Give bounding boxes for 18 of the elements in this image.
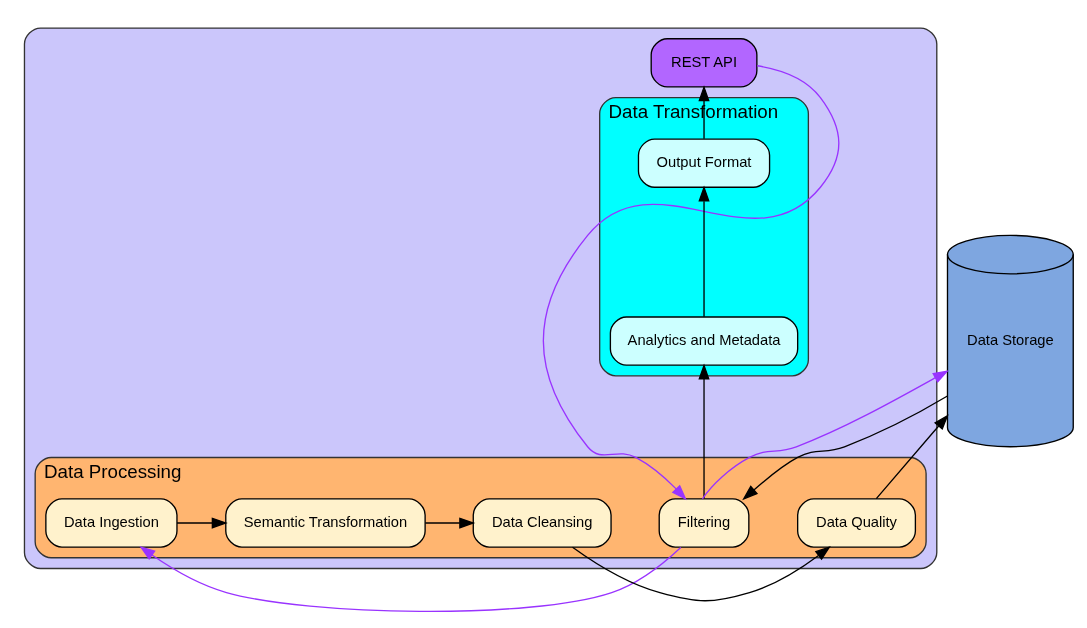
node-box: Data Cleansing — [472, 497, 612, 548]
node-box: Data Quality — [797, 497, 917, 548]
node-box: Analytics and Metadata — [609, 315, 799, 366]
arrow — [542, 64, 840, 500]
arrow — [424, 516, 476, 529]
arrow — [742, 394, 949, 500]
arrow — [176, 516, 228, 529]
arrow — [698, 362, 710, 499]
arrow — [875, 413, 949, 499]
arrow — [571, 545, 831, 601]
node-box: Output Format — [637, 137, 771, 188]
node-box: REST API — [650, 37, 758, 88]
arrow — [698, 184, 710, 317]
arrow — [701, 369, 949, 499]
node-box: Semantic Transformation — [225, 497, 426, 548]
arrow — [139, 545, 682, 612]
node-box: Data Ingestion — [45, 497, 178, 548]
node-box: Filtering — [658, 497, 750, 548]
